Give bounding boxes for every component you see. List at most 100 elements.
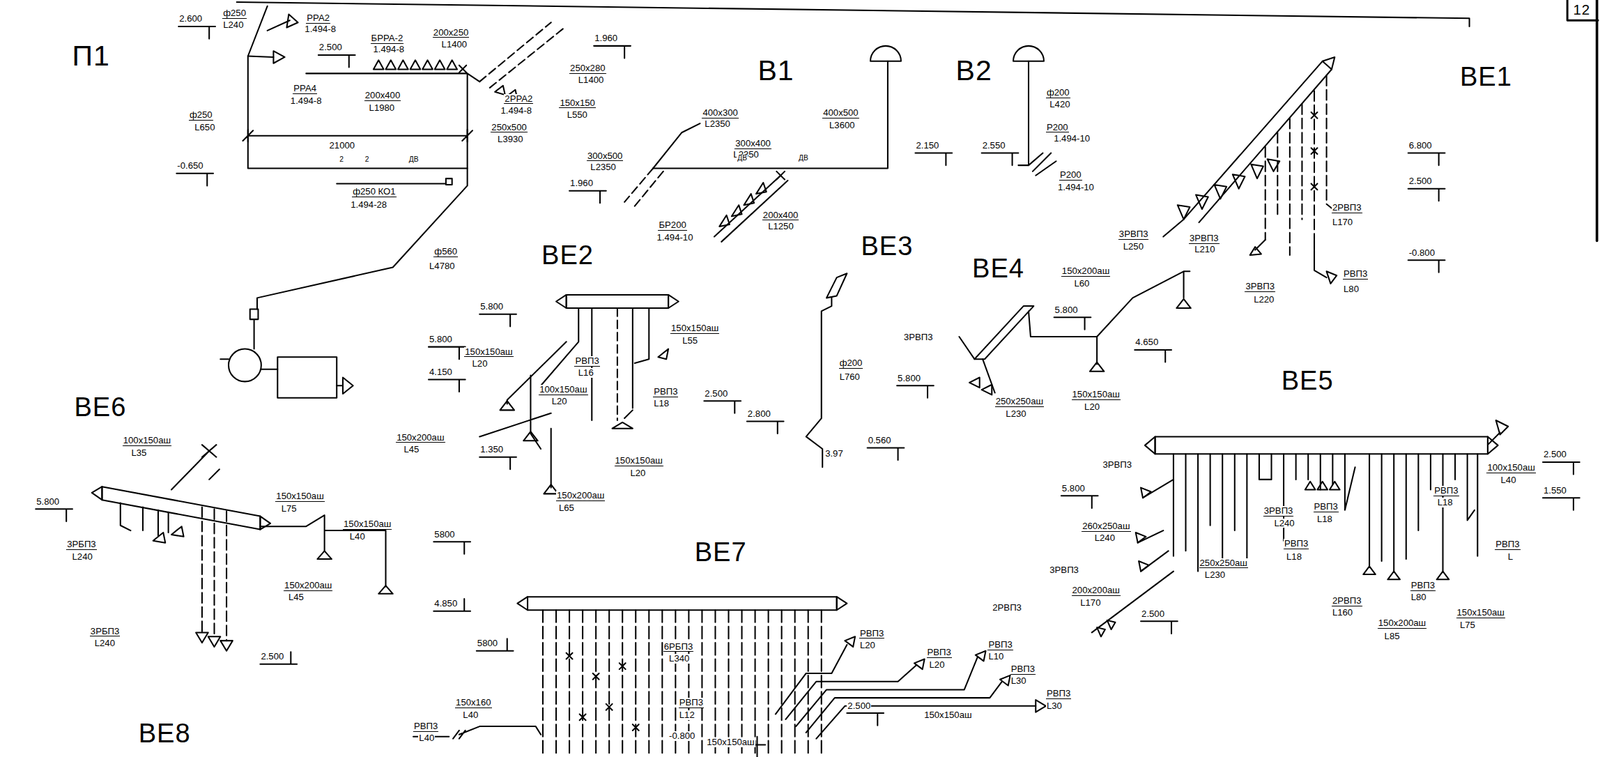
dimension-label: L18 xyxy=(652,398,670,409)
dimension-label: L55 xyxy=(681,335,699,346)
dimension-label: L170 xyxy=(1331,217,1354,228)
dimension-label: РВП3 xyxy=(1010,664,1036,675)
dimension-label: L550 xyxy=(566,110,589,120)
dimension-label: БРРА-2 xyxy=(370,33,405,44)
dimension-label: 150x150аш xyxy=(1071,389,1121,400)
dimension-label: 300x500 xyxy=(586,151,623,162)
dimension-label: 3РБП3 xyxy=(66,539,97,550)
dimension-label: L170 xyxy=(1079,597,1102,608)
dimension-label: РВП3 xyxy=(1342,268,1368,280)
dimension-label: 3РВП3 xyxy=(1244,281,1276,292)
dimension-label: L2350 xyxy=(703,119,732,129)
dimension-label: ф250 xyxy=(222,8,247,19)
dimension-label: РВП3 xyxy=(413,721,439,732)
dimension-label: L18 xyxy=(1436,497,1454,508)
dimension-label: 4.650 xyxy=(1134,337,1159,348)
dimension-label: L2350 xyxy=(589,162,617,173)
dimension-label: L240 xyxy=(222,20,244,30)
dimension-label: L1400 xyxy=(441,39,469,50)
dimension-label: РВП3 xyxy=(1313,501,1339,513)
dimension-label: 400x500 xyxy=(822,108,859,119)
dimension-label: 4.150 xyxy=(428,367,453,378)
dimension-label: РВП3 xyxy=(1433,485,1459,497)
system-label: В1 xyxy=(757,55,796,86)
dimension-label: 150x150аш xyxy=(342,519,392,530)
dimension-label: L20 xyxy=(551,396,568,407)
dimension-label: 250x250аш xyxy=(995,396,1044,407)
dimension-label: 5.800 xyxy=(428,334,453,345)
dimension-label: L xyxy=(1507,551,1514,562)
dimension-label: 2РВП3 xyxy=(1331,202,1363,214)
dimension-label: 2РВП3 xyxy=(991,602,1023,613)
dimension-label: 3РВП3 xyxy=(1118,229,1150,240)
dimension-label: РВП3 xyxy=(1045,688,1072,699)
dimension-label: L20 xyxy=(928,659,946,670)
dimension-label: L65 xyxy=(558,503,575,513)
dimension-label: 200x200аш xyxy=(1071,585,1121,596)
system-label: ВЕ7 xyxy=(694,538,748,567)
dimension-label: L40 xyxy=(418,733,435,743)
dimension-label: 1.960 xyxy=(569,178,594,189)
dimension-label: 150x150аш xyxy=(670,323,720,334)
dimension-label: ф250 КО1 xyxy=(351,186,397,198)
dimension-label: Р200 xyxy=(1045,122,1069,134)
dimension-label: 5.800 xyxy=(35,496,60,507)
dimension-label: 5.800 xyxy=(1061,483,1086,494)
dimension-label: 2.500 xyxy=(846,701,872,711)
dimension-label: 300x400 xyxy=(734,138,771,150)
dimension-label: 150x200аш xyxy=(1061,266,1111,277)
dimension-label: 150x200аш xyxy=(395,432,445,444)
dimension-label: 5.800 xyxy=(896,373,922,384)
dimension-label: 150x150 xyxy=(558,98,596,109)
dimension-label: 150x200аш xyxy=(283,580,333,591)
dimension-label: 150x150аш xyxy=(705,737,755,748)
dimension-label: 3РВП3 xyxy=(1263,505,1295,517)
dimension-label: 21000 xyxy=(328,140,357,151)
dimension-label: 2РВП3 xyxy=(1331,595,1363,607)
dimension-label: L80 xyxy=(1342,284,1360,295)
dimension-label: 400x300 xyxy=(701,108,738,119)
dimension-label: 3РВП3 xyxy=(1101,459,1133,470)
dimension-label: L210 xyxy=(1193,244,1216,255)
dimension-label: 0.560 xyxy=(867,435,892,446)
dimension-label: 3РВП3 xyxy=(903,332,934,343)
dimension-label: ф560 xyxy=(433,246,458,258)
dimension-label: 2.500 xyxy=(259,651,285,662)
dimension-label: 3РБП3 xyxy=(89,626,121,637)
dimension-label: РВП3 xyxy=(1494,539,1520,550)
dimension-label: ф250 xyxy=(188,110,214,121)
dimension-label: L35 xyxy=(130,448,148,458)
dimension-label: 2.600 xyxy=(178,13,203,24)
dimension-label: L240 xyxy=(71,551,94,562)
dimension-label: РВП3 xyxy=(678,697,704,709)
dimension-label: L240 xyxy=(1273,518,1295,529)
dimension-label: L30 xyxy=(1045,701,1063,711)
dimension-label: L75 xyxy=(280,503,298,514)
dimension-label: L40 xyxy=(1500,475,1518,486)
dimension-label: -0.800 xyxy=(668,731,696,741)
dimension-label: L230 xyxy=(1004,409,1027,419)
dimension-label: L1250 xyxy=(767,221,795,232)
dimension-label: РВП3 xyxy=(574,356,600,367)
dimension-label: 1.494-10 xyxy=(1052,133,1091,144)
dimension-label: L4780 xyxy=(428,261,456,272)
dimension-label: 2.500 xyxy=(703,388,729,399)
dimension-label: L40 xyxy=(462,710,479,720)
dimension-label: 1.494-10 xyxy=(1057,182,1095,193)
system-label: 12 xyxy=(1572,2,1591,18)
dimension-label: РВП3 xyxy=(1283,538,1309,550)
dimension-label: L18 xyxy=(1316,514,1334,525)
dimension-label: L3600 xyxy=(828,120,856,131)
dimension-label: 3.97 xyxy=(824,448,844,459)
dimension-label: 100x150аш xyxy=(1486,462,1536,474)
dimension-label: 1.960 xyxy=(593,33,619,44)
dimension-label: L12 xyxy=(678,710,696,720)
dimension-label: 200x400 xyxy=(762,210,799,221)
dimension-label: L45 xyxy=(287,592,305,603)
dimension-label: 100x150аш xyxy=(122,435,172,446)
system-label: ВЕ4 xyxy=(971,255,1026,283)
dimension-label: 200x250 xyxy=(432,27,469,39)
dimension-label: 2.800 xyxy=(747,409,772,419)
dimension-label: L250 xyxy=(1122,241,1145,252)
dimension-label: 5800 xyxy=(476,638,499,649)
